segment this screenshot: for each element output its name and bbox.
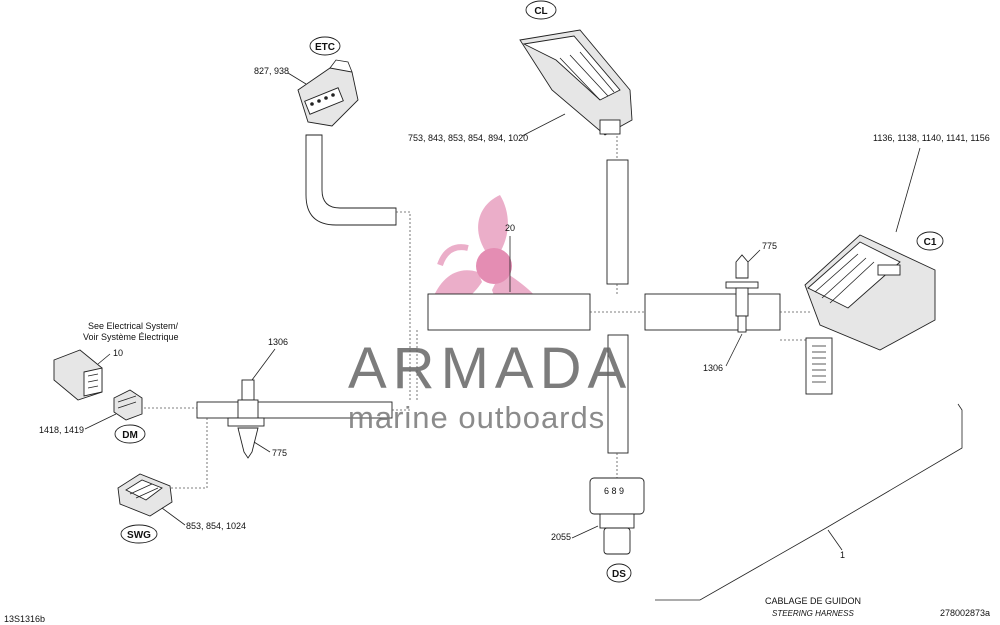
- watermark-brand: ARMADA: [348, 336, 632, 401]
- item-10-label: 10: [113, 348, 123, 358]
- item-1306-left-label: 1306: [268, 337, 288, 347]
- drawing-code-left: 13S1316b: [4, 614, 45, 624]
- item-775-right-label: 775: [762, 241, 777, 251]
- swg-connector: [117, 473, 173, 517]
- harness-etc-branch: [305, 134, 397, 226]
- ds-pins-label: 6 8 9: [604, 486, 624, 496]
- harness-center-sleeve: [427, 293, 591, 331]
- c1-connector: [804, 234, 936, 351]
- drawing-code-right: 278002873a: [940, 608, 990, 618]
- title-english: STEERING HARNESS: [772, 609, 854, 618]
- left-clip: [227, 379, 265, 459]
- etc-tag: ETC: [315, 42, 335, 53]
- item-775-left-label: 775: [272, 448, 287, 458]
- harness-cl-branch: [606, 159, 629, 285]
- dm-part-numbers: 1418, 1419: [39, 425, 84, 435]
- item-1-bracket: [655, 403, 963, 601]
- etc-connector: [297, 59, 359, 127]
- swg-part-numbers: 853, 854, 1024: [186, 521, 246, 531]
- title-french: CABLAGE DE GUIDON: [765, 596, 861, 606]
- item-1-label: 1: [840, 550, 845, 560]
- ds-sensor: [589, 477, 645, 555]
- item-20-label: 20: [505, 223, 515, 233]
- dm-connector: [113, 389, 143, 421]
- cl-connector: [519, 29, 633, 136]
- cl-part-numbers: 753, 843, 853, 854, 894, 1020: [408, 133, 528, 143]
- swg-tag: SWG: [127, 530, 151, 541]
- etc-part-numbers: 827, 938: [254, 66, 289, 76]
- label-block: [805, 337, 833, 395]
- c1-tag: C1: [924, 237, 937, 248]
- right-clip: [725, 254, 759, 333]
- cl-tag: CL: [534, 6, 547, 17]
- harness-right-sleeve: [644, 293, 781, 331]
- harness-ds-branch: [607, 334, 629, 454]
- see-electrical-line-2: Voir Système Électrique: [83, 332, 179, 342]
- item-1306-right-label: 1306: [703, 363, 723, 373]
- module-10: [53, 349, 103, 401]
- dm-tag: DM: [122, 430, 138, 441]
- ds-part-numbers: 2055: [551, 532, 571, 542]
- watermark-tagline: marine outboards: [348, 400, 605, 435]
- see-electrical-line-1: See Electrical System/: [88, 321, 179, 331]
- ds-tag: DS: [612, 569, 626, 580]
- c1-part-numbers: 1136, 1138, 1140, 1141, 1156: [873, 133, 990, 143]
